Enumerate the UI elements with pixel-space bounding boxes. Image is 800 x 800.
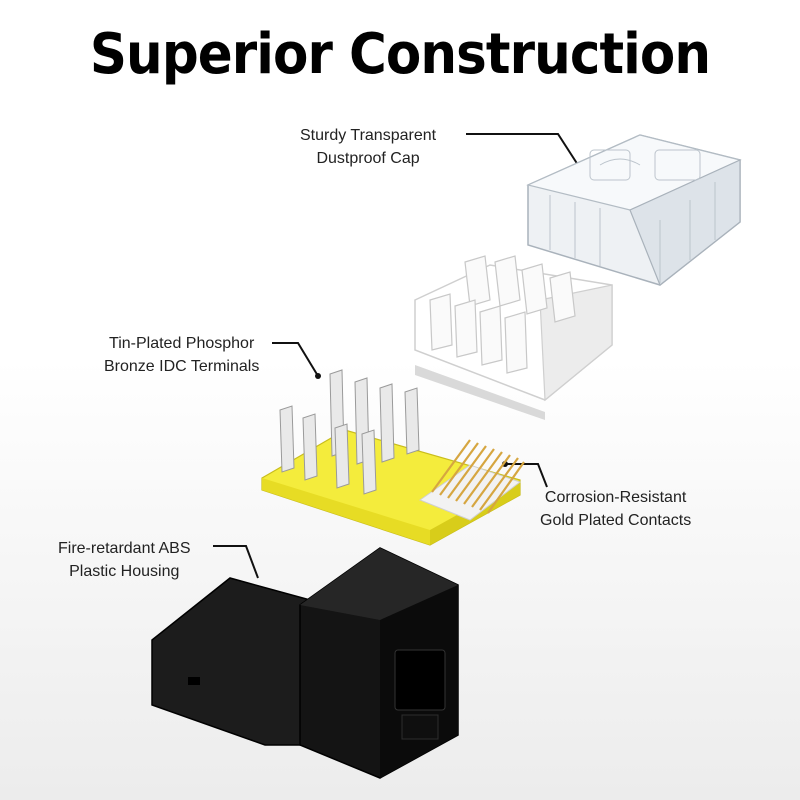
black-abs-housing bbox=[151, 547, 459, 779]
housing-label: Fire-retardant ABS Plastic Housing bbox=[58, 537, 191, 583]
page-title: Superior Construction bbox=[89, 22, 711, 87]
housing-leader bbox=[213, 545, 259, 579]
cap-label-line1: Sturdy Transparent bbox=[300, 127, 437, 144]
contacts-label-line1: Corrosion-Resistant bbox=[544, 489, 687, 506]
pcb-assembly bbox=[261, 369, 525, 546]
cap-label: Sturdy Transparent Dustproof Cap bbox=[300, 124, 436, 170]
cap-label-line2: Dustproof Cap bbox=[316, 150, 420, 167]
cap-leader bbox=[466, 133, 579, 166]
contacts-label-line2: Gold Plated Contacts bbox=[540, 512, 692, 529]
white-idc-block bbox=[414, 255, 613, 420]
idc-terminals bbox=[279, 369, 420, 495]
terminals-leader bbox=[272, 342, 319, 377]
contacts-leader bbox=[505, 463, 548, 488]
contacts-label: Corrosion-Resistant Gold Plated Contacts bbox=[540, 486, 691, 532]
terminals-label-line2: Bronze IDC Terminals bbox=[104, 358, 260, 375]
terminals-leader-dot bbox=[315, 373, 321, 379]
housing-label-line2: Plastic Housing bbox=[69, 563, 180, 580]
housing-label-line1: Fire-retardant ABS bbox=[58, 540, 191, 557]
rj45-port bbox=[394, 649, 446, 711]
terminals-label: Tin-Plated Phosphor Bronze IDC Terminals bbox=[104, 332, 259, 378]
gold-plated-contacts bbox=[431, 439, 525, 514]
terminals-label-line1: Tin-Plated Phosphor bbox=[109, 335, 255, 352]
leader-lines bbox=[213, 133, 579, 579]
dustproof-cap bbox=[526, 134, 742, 286]
